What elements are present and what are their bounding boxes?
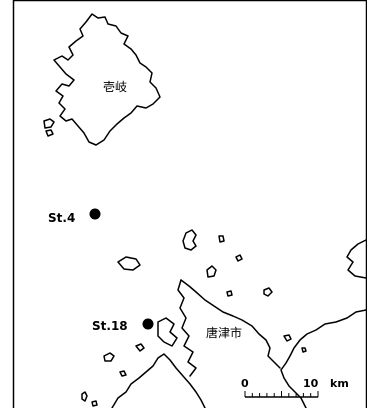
islet-g xyxy=(226,290,233,297)
southwest-islet-5 xyxy=(91,400,98,407)
karatsu-label: 唐津市 xyxy=(206,325,242,340)
karatsu-coast xyxy=(180,279,281,369)
islet-b xyxy=(218,235,225,243)
scale-unit-label: km xyxy=(330,377,349,390)
southwest-islet-4 xyxy=(81,391,88,402)
southwest-islet-2 xyxy=(135,343,145,352)
islet-c xyxy=(117,256,141,271)
bay-islet-2 xyxy=(301,347,307,353)
southwest-island-1 xyxy=(157,317,178,347)
southwest-coast xyxy=(111,353,206,409)
islet-a xyxy=(182,229,197,251)
southwest-islet-3 xyxy=(119,370,127,377)
islet-f xyxy=(263,287,273,297)
east-coast-north xyxy=(346,239,367,279)
southwest-islet-1 xyxy=(103,352,115,362)
station-18-label: St.18 xyxy=(92,319,128,333)
station-4-label: St.4 xyxy=(48,211,75,225)
station-4-marker xyxy=(89,208,101,220)
iki-label: 壱岐 xyxy=(103,80,127,94)
iki-islet-2 xyxy=(45,129,54,137)
islet-e xyxy=(235,254,243,262)
station-18-marker xyxy=(142,318,154,330)
karatsu-west-coast xyxy=(177,279,197,377)
scale-end-label: 10 xyxy=(303,377,319,390)
mainland-coast xyxy=(280,309,367,409)
scale-ticks xyxy=(244,391,319,397)
bay-islet xyxy=(283,334,292,342)
iki-island xyxy=(53,13,161,146)
scale-bar: 0 10 km xyxy=(241,377,349,398)
scale-start-label: 0 xyxy=(241,377,249,390)
map-border xyxy=(12,0,367,413)
islet-d xyxy=(206,265,217,278)
iki-islet-1 xyxy=(43,118,55,129)
